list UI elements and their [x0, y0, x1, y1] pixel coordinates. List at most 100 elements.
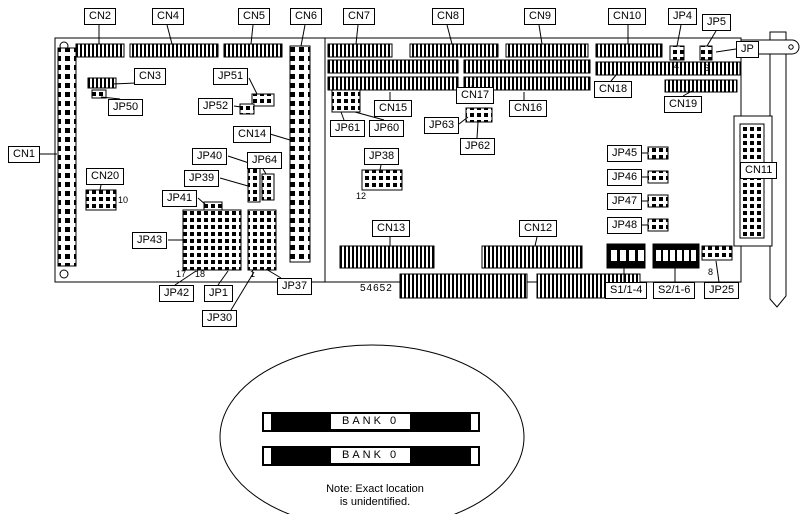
cn11-connector	[733, 115, 773, 247]
pin-count-cn20: 10	[118, 195, 129, 205]
label-jp63: JP63	[424, 117, 460, 134]
label-cn7: CN7	[343, 8, 376, 25]
jp51-jumper	[251, 93, 275, 107]
top-edge-connectors	[75, 43, 713, 61]
mid-connectors	[327, 59, 741, 93]
label-cn4: CN4	[152, 8, 185, 25]
label-jp37: JP37	[277, 278, 313, 295]
label-cn3: CN3	[134, 68, 167, 85]
jp64-jumper	[261, 173, 275, 201]
isa-edge-fingers-long	[399, 273, 528, 299]
label-jp39: JP39	[184, 170, 220, 187]
jp43-header-array	[182, 209, 242, 271]
label-jp43: JP43	[132, 232, 168, 249]
label-cn20: CN20	[86, 168, 125, 185]
cn17b-connector	[463, 59, 591, 74]
label-jp1: JP1	[204, 285, 233, 302]
board-part-number: 54652	[360, 283, 393, 294]
label-jp46: JP46	[607, 169, 643, 186]
label-jp25: JP25	[704, 282, 740, 299]
cn20-header	[85, 189, 117, 211]
cn18-connector	[595, 61, 741, 76]
cn9-connector	[505, 43, 589, 58]
label-jp50: JP50	[108, 99, 144, 116]
label-cn8: CN8	[432, 8, 465, 25]
label-cn16: CN16	[509, 100, 548, 117]
label-cn17: CN17	[456, 87, 495, 104]
cn5-connector	[223, 43, 283, 58]
jp41-jumper	[203, 201, 223, 211]
cn8-connector	[409, 43, 499, 58]
label-s1: S1/1-4	[605, 282, 648, 299]
label-jp5: JP5	[702, 14, 731, 31]
mounting-hole	[59, 269, 69, 279]
cn2-connector	[75, 43, 125, 58]
label-jp48: JP48	[607, 217, 643, 234]
pin-count-jp25: 8	[708, 267, 714, 277]
label-cn10: CN10	[608, 8, 647, 25]
jp1-jp37-header-array	[247, 209, 277, 271]
cn3-connector	[87, 77, 117, 89]
label-cn1: CN1	[8, 146, 41, 163]
label-jp45: JP45	[607, 145, 643, 162]
label-s2: S2/1-6	[653, 282, 696, 299]
label-cn15: CN15	[374, 100, 413, 117]
pin-count-jp5: 6	[704, 63, 710, 73]
jp52-jumper	[239, 103, 255, 115]
bank0-label-top: BANK 0	[330, 413, 412, 430]
label-jp38: JP38	[364, 148, 400, 165]
label-jp61: JP61	[330, 120, 366, 137]
label-jp52: JP52	[198, 98, 234, 115]
jp50-jumper	[91, 89, 107, 99]
pin-count-jp43-b: 18	[195, 269, 206, 279]
bank0-label-bottom: BANK 0	[330, 447, 412, 464]
pin-count-jp43-a: 17	[176, 269, 187, 279]
jp4-jumper	[669, 45, 685, 61]
label-cn12: CN12	[519, 220, 558, 237]
label-jp40: JP40	[192, 148, 228, 165]
label-jp64: JP64	[247, 152, 283, 169]
bracket-screw-hole	[788, 44, 794, 50]
jp25-header	[701, 245, 733, 261]
label-cn9: CN9	[524, 8, 557, 25]
label-cn19: CN19	[664, 96, 703, 113]
cn4-connector	[129, 43, 219, 58]
label-jp51: JP51	[213, 68, 249, 85]
label-cn18: CN18	[594, 81, 633, 98]
note-line1: Note: Exact location	[326, 483, 424, 495]
pin-count-jp4: 4	[674, 61, 680, 71]
pin-count-grid-b: 1	[250, 269, 256, 279]
jp48-jumper	[647, 218, 669, 232]
cn17-connector	[327, 59, 459, 74]
label-cn14: CN14	[233, 126, 272, 143]
cn16-connector	[463, 76, 591, 91]
jp45-jumper	[647, 146, 669, 160]
label-jp42: JP42	[159, 285, 195, 302]
label-cn2: CN2	[84, 8, 117, 25]
jp38-header	[361, 169, 403, 191]
jp60-jp61-jumper	[331, 89, 361, 113]
label-cn5: CN5	[238, 8, 271, 25]
label-jp62: JP62	[460, 138, 496, 155]
label-jp41: JP41	[162, 190, 198, 207]
label-jp60: JP60	[369, 120, 405, 137]
label-cn11: CN11	[740, 162, 778, 179]
jp5-jumper	[699, 45, 713, 61]
note-line2: is unidentified.	[339, 496, 411, 508]
cn10-connector	[595, 43, 663, 58]
cn7-connector	[327, 43, 393, 58]
cn13-connector	[339, 245, 435, 269]
jp46-jumper	[647, 170, 669, 184]
pin-count-jp38: 12	[356, 191, 367, 201]
leader-lines	[40, 24, 737, 311]
label-jp4: JP4	[668, 8, 697, 25]
label-cn6: CN6	[290, 8, 323, 25]
cn1-connector	[57, 47, 77, 267]
dip-switches	[606, 243, 700, 269]
jp62-jp63-jumper	[465, 107, 493, 123]
label-jp47: JP47	[607, 193, 643, 210]
label-jp30: JP30	[202, 310, 238, 327]
cn19-connector	[664, 79, 738, 93]
